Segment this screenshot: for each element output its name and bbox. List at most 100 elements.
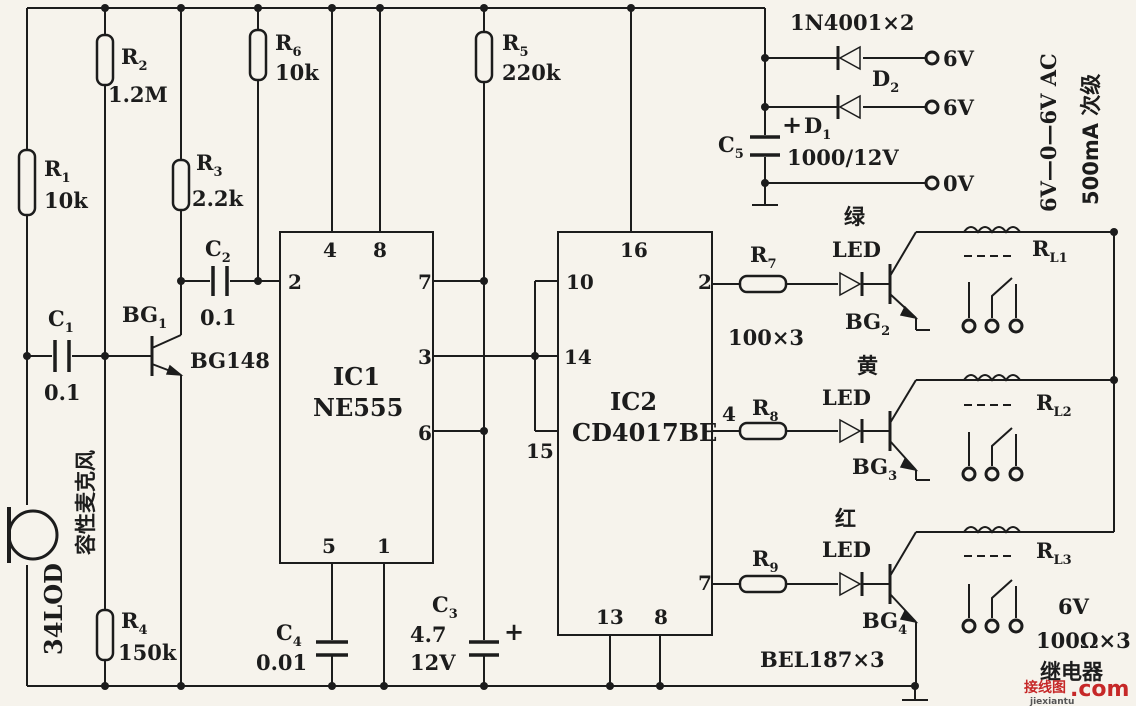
term-6v-2: 6V xyxy=(943,95,975,120)
svg-text:R6: R6 xyxy=(275,30,302,60)
svg-text:8: 8 xyxy=(654,605,668,629)
relay-label: 继电器 xyxy=(1040,660,1104,684)
transistor-bg2: BG2 xyxy=(845,231,1114,339)
bg-model-label: BEL187×3 xyxy=(760,647,885,672)
capacitor-c1: C1 0.1 xyxy=(44,306,81,405)
relay-value: 100Ω×3 xyxy=(1036,628,1131,653)
transistor-bg3: BG3 xyxy=(852,379,1114,484)
c1-value: 0.1 xyxy=(44,380,81,405)
svg-text:R2: R2 xyxy=(121,44,148,74)
transformer-spec: 500mA 次级 xyxy=(1079,74,1103,205)
c3-voltage: 12V xyxy=(410,650,456,675)
svg-text:R1: R1 xyxy=(44,156,71,186)
svg-text:R7: R7 xyxy=(750,242,777,272)
transformer-voltage: 6V—0—6V AC xyxy=(1036,53,1061,212)
c3-value: 4.7 xyxy=(410,622,447,647)
relay-rl3: RL3 xyxy=(961,526,1072,634)
diodes-label: 1N4001×2 xyxy=(790,10,914,35)
ic2-cd4017be: IC2 CD4017BE 16 10 14 15 13 8 2 4 7 xyxy=(526,231,736,636)
svg-text:RL1: RL1 xyxy=(1032,236,1068,266)
led-red-label: LED xyxy=(822,537,871,562)
svg-text:3: 3 xyxy=(418,345,432,369)
led-yellow-label: LED xyxy=(822,385,871,410)
svg-text:10: 10 xyxy=(566,270,594,294)
svg-text:.com: .com xyxy=(1070,677,1129,702)
r2-value: 1.2M xyxy=(108,82,168,107)
svg-text:C3: C3 xyxy=(432,592,458,622)
svg-text:2: 2 xyxy=(698,270,712,294)
svg-text:D1: D1 xyxy=(804,113,831,143)
resistor-r6: R6 10k xyxy=(248,28,319,85)
r4-value: 150k xyxy=(118,640,177,665)
svg-text:13: 13 xyxy=(596,605,624,629)
term-6v-1: 6V xyxy=(943,46,975,71)
led-red: 红 LED xyxy=(822,507,890,597)
ic1-ne555: IC1 NE555 2 4 8 7 3 6 5 1 xyxy=(279,231,434,564)
ic1-name: IC1 xyxy=(333,362,380,391)
r7-r9-value: 100×3 xyxy=(728,325,804,350)
ic1-part: NE555 xyxy=(313,393,403,422)
relay-rl2: RL2 xyxy=(961,374,1072,482)
svg-text:7: 7 xyxy=(418,270,432,294)
svg-text:R8: R8 xyxy=(752,395,779,425)
transistor-bg1: BG1 BG148 xyxy=(122,302,270,376)
transistor-bg4: BG4 xyxy=(862,531,1114,686)
svg-text:D2: D2 xyxy=(872,66,899,96)
svg-text:RL2: RL2 xyxy=(1036,390,1072,420)
svg-text:BG4: BG4 xyxy=(862,608,907,638)
resistor-r8: R8 xyxy=(738,395,788,441)
r3-value: 2.2k xyxy=(192,186,244,211)
svg-text:R4: R4 xyxy=(121,608,148,638)
mic-model-label: 34LOD xyxy=(39,563,68,655)
resistor-r5: R5 220k xyxy=(474,30,561,85)
wiring xyxy=(26,7,1115,701)
svg-text:8: 8 xyxy=(373,238,387,262)
svg-text:15: 15 xyxy=(526,439,554,463)
led-green: 绿 LED xyxy=(832,205,890,297)
svg-text:7: 7 xyxy=(698,571,712,595)
relay-voltage: 6V xyxy=(1058,594,1090,619)
svg-text:14: 14 xyxy=(564,345,592,369)
svg-text:4: 4 xyxy=(323,238,337,262)
svg-text:C4: C4 xyxy=(276,620,302,650)
capacitor-c5: C5 + 1000/12V xyxy=(718,110,899,170)
watermark: 接线图 .com jiexiantu xyxy=(1024,677,1129,706)
svg-text:R3: R3 xyxy=(196,150,223,180)
svg-text:C5: C5 xyxy=(718,132,744,162)
c3-polarity: + xyxy=(504,617,524,646)
c4-value: 0.01 xyxy=(256,650,307,675)
resistor-r1: R1 10k xyxy=(17,148,88,217)
capacitor-c3: C3 4.7 12V + xyxy=(410,592,524,675)
relay-rl1: RL1 xyxy=(961,226,1068,334)
resistor-r7: R7 xyxy=(738,242,788,294)
power-supply: 1N4001×2 D2 D1 6V 6V 0V 6V—0—6V AC 500mA… xyxy=(790,10,1103,212)
svg-text:接线图: 接线图 xyxy=(1024,679,1066,696)
svg-text:R5: R5 xyxy=(502,30,529,60)
svg-text:1: 1 xyxy=(377,534,391,558)
svg-text:C1: C1 xyxy=(48,306,74,336)
svg-text:BG1: BG1 xyxy=(122,302,167,332)
c5-polarity: + xyxy=(782,110,802,139)
led-red-color: 红 xyxy=(835,507,856,531)
resistor-r9: R9 xyxy=(738,546,788,594)
mic-type-label: 容性麦克风 xyxy=(74,450,98,555)
svg-text:BG2: BG2 xyxy=(845,309,890,339)
resistor-r4: R4 150k xyxy=(95,608,177,665)
resistor-r3: R3 2.2k xyxy=(171,150,244,212)
capacitor-c2: C2 0.1 xyxy=(200,236,237,330)
ic2-part: CD4017BE xyxy=(572,418,717,447)
svg-text:2: 2 xyxy=(288,270,302,294)
led-green-label: LED xyxy=(832,237,881,262)
junction-dots xyxy=(23,4,1118,690)
svg-text:C2: C2 xyxy=(205,236,231,266)
svg-text:BG3: BG3 xyxy=(852,454,897,484)
svg-text:4: 4 xyxy=(722,402,736,426)
r1-value: 10k xyxy=(44,188,88,213)
led-yellow-color: 黄 xyxy=(857,354,878,378)
svg-text:RL3: RL3 xyxy=(1036,538,1072,568)
bg1-model: BG148 xyxy=(190,348,270,373)
ic2-name: IC2 xyxy=(610,387,657,416)
term-0v: 0V xyxy=(943,171,975,196)
svg-text:6: 6 xyxy=(418,421,432,445)
